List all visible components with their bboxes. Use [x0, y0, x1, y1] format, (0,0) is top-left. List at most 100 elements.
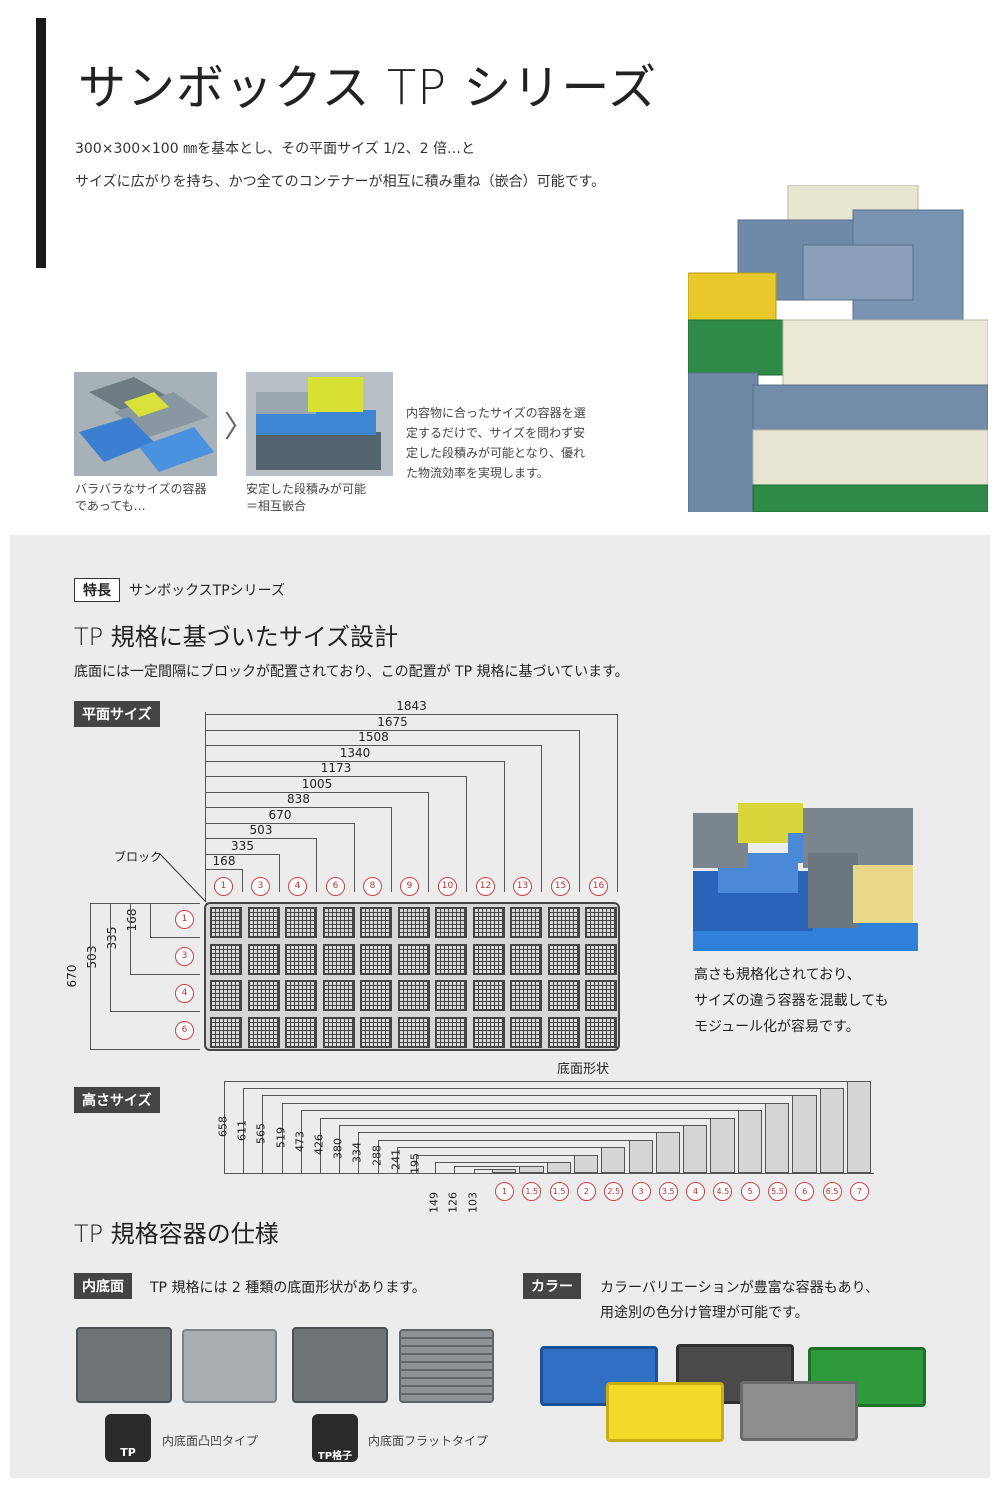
base-block	[435, 1016, 467, 1048]
base-block	[510, 907, 542, 938]
feature-tag-text: サンボックスTPシリーズ	[129, 583, 285, 599]
before-caption-1: バラバラなサイズの容器	[75, 482, 207, 496]
column-number: 10	[438, 877, 457, 896]
height-step: 1.5	[522, 1182, 542, 1201]
column-number: 6	[326, 877, 345, 896]
after-caption-2: ＝相互嵌合	[246, 499, 307, 513]
depth-dim-line	[90, 903, 200, 1050]
height-guide-vertical	[243, 1088, 245, 1173]
height-step: 3.5	[658, 1182, 678, 1201]
gray-container-photo	[740, 1381, 858, 1441]
height-step: 2.5	[604, 1182, 624, 1201]
column-number: 9	[400, 877, 419, 896]
green-container-photo	[808, 1347, 926, 1407]
height-guide-line	[435, 1161, 571, 1163]
height-value: 103	[466, 1192, 480, 1213]
width-dim-value: 1005	[301, 776, 333, 791]
height-guide-line	[320, 1117, 735, 1119]
height-guide-vertical	[320, 1117, 321, 1173]
height-bar	[655, 1132, 681, 1173]
base-block	[247, 907, 280, 938]
base-block	[472, 980, 505, 1011]
desc-line-2: 定するだけで、サイズを問わず安	[406, 426, 586, 440]
height-guide-line	[243, 1088, 844, 1090]
base-block	[472, 943, 505, 975]
tp-type-badge: TP	[105, 1414, 151, 1462]
base-block	[510, 980, 542, 1011]
width-dim-line	[205, 776, 467, 892]
height-bar	[628, 1139, 653, 1173]
height-guide-line	[377, 1139, 653, 1141]
height-bar	[737, 1110, 762, 1173]
base-block	[322, 1016, 355, 1048]
height-bar	[710, 1117, 735, 1173]
base-block	[210, 980, 242, 1011]
height-step: 6	[795, 1182, 815, 1201]
width-dim-line	[205, 822, 355, 892]
base-block	[585, 1016, 617, 1048]
height-step: 1.5	[549, 1182, 569, 1201]
height-value: 426	[312, 1134, 326, 1156]
base-shape-diagram	[204, 902, 620, 1051]
depth-dim-value: 670	[65, 964, 79, 987]
height-guide-line	[473, 1169, 517, 1171]
title-accent-bar	[36, 18, 46, 268]
plan-size-label: 平面サイズ	[74, 701, 160, 727]
height-step: 4.5	[713, 1182, 733, 1201]
height-guide-line	[396, 1147, 626, 1149]
mixed-sizes-photo	[74, 372, 217, 476]
width-dim-line	[205, 729, 580, 892]
feature-tag-row: 特長 サンボックスTPシリーズ	[74, 578, 285, 602]
height-guide-vertical	[454, 1165, 456, 1173]
base-block	[435, 980, 467, 1011]
height-guide-vertical	[473, 1169, 475, 1173]
height-step: 6.5	[822, 1182, 842, 1201]
height-step: 7	[849, 1182, 869, 1201]
spec-title: TP 規格容器の仕様	[74, 1220, 279, 1248]
column-number: 12	[476, 877, 495, 896]
desc-line-1: 内容物に合ったサイズの容器を選	[406, 406, 586, 420]
block-pointer-line	[159, 853, 207, 903]
base-block	[247, 980, 280, 1011]
width-dim-line	[205, 714, 618, 892]
feature-title: TP 規格に基づいたサイズ設計	[74, 623, 399, 651]
base-block	[585, 943, 617, 975]
width-dim-value: 335	[231, 838, 254, 853]
height-value: 288	[370, 1145, 384, 1167]
base-block	[547, 943, 580, 975]
height-value: 473	[293, 1130, 307, 1152]
height-step: 1	[495, 1182, 514, 1201]
height-bar	[519, 1165, 544, 1173]
yellow-container-photo	[606, 1382, 724, 1442]
width-dim-value: 838	[287, 792, 310, 806]
pallet-desc-3: モジュール化が容易です。	[694, 1019, 860, 1035]
column-number: 16	[589, 877, 608, 896]
height-guide-vertical	[377, 1139, 379, 1173]
before-caption-2: であっても…	[75, 499, 146, 513]
width-dim-value: 1173	[320, 761, 352, 775]
height-bar	[683, 1125, 708, 1173]
base-block	[510, 1016, 542, 1048]
height-bar	[792, 1095, 817, 1173]
height-step: 4	[686, 1182, 706, 1201]
base-block	[510, 943, 542, 975]
base-block	[285, 1016, 317, 1048]
height-guide-vertical	[358, 1132, 360, 1173]
height-guide-vertical	[339, 1125, 341, 1173]
uneven-bottom-base-photo	[182, 1329, 277, 1403]
height-value: 149	[427, 1192, 441, 1213]
height-guide-vertical	[396, 1147, 398, 1173]
stacked-fit-photo	[246, 372, 393, 476]
color-text-1: カラーバリエーションが豊富な容器もあり、	[600, 1280, 880, 1296]
height-value: 241	[389, 1149, 403, 1171]
base-block	[547, 1016, 580, 1048]
color-label: カラー	[523, 1273, 581, 1299]
base-block	[360, 907, 392, 938]
width-dim-value: 1843	[396, 699, 427, 713]
width-dim-value: 670	[268, 807, 292, 822]
flat-bottom-base-photo	[399, 1329, 494, 1403]
width-dim-value: 1340	[339, 745, 371, 760]
mixed-pallet-photo	[693, 803, 923, 951]
pallet-desc-2: サイズの違う容器を混載しても	[694, 993, 889, 1009]
pallet-description: 高さも規格化されており、 サイズの違う容器を混載しても モジュール化が容易です。	[694, 962, 888, 1040]
